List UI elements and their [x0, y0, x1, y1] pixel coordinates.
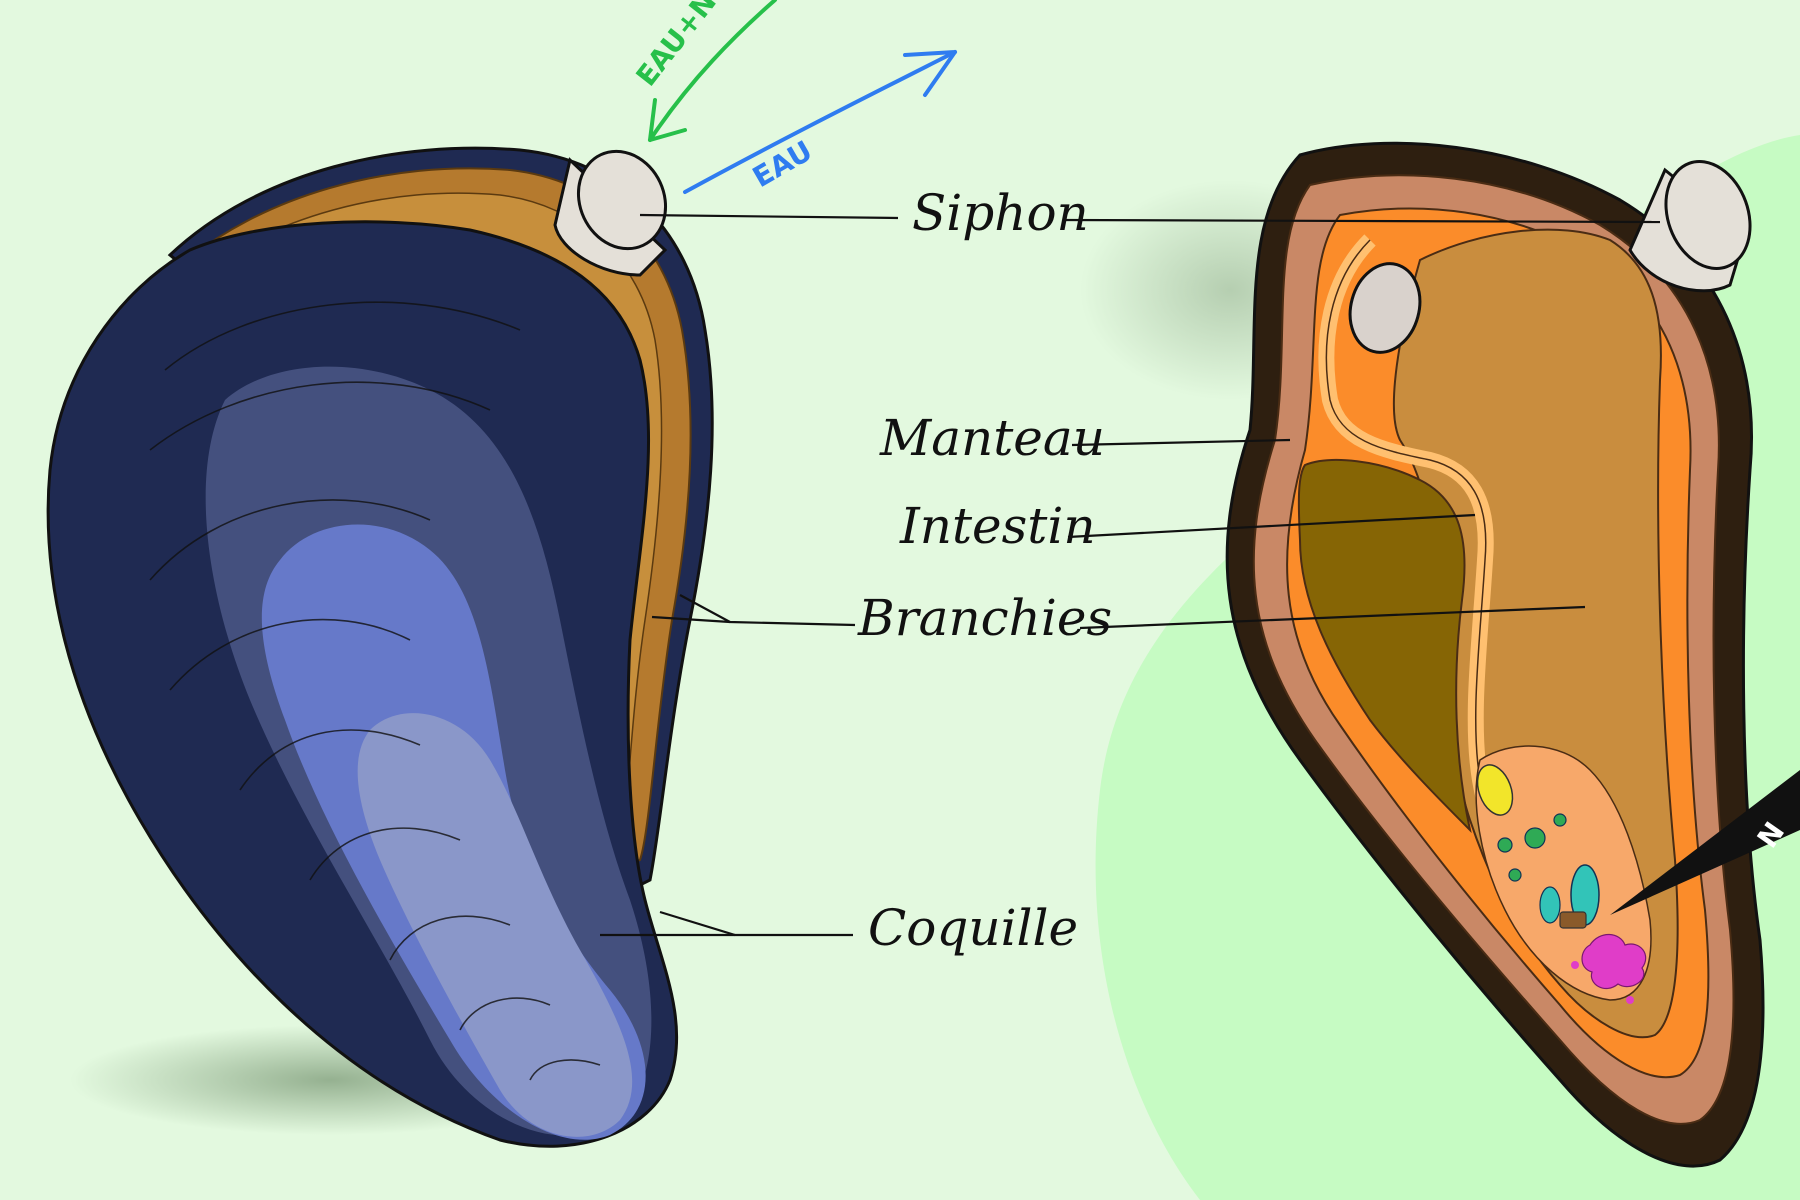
left-siphon: [553, 149, 668, 277]
branchies-leader-right: [1079, 605, 1586, 630]
green-virus-3: [1553, 813, 1567, 827]
label-intestin: Intestin: [899, 497, 1096, 555]
inflow-arrow: [683, 50, 957, 194]
magenta-cluster: [1581, 933, 1647, 990]
inflow-label: EAU: [747, 134, 818, 194]
left-mussel-shell-band-pale: [357, 713, 633, 1137]
label-branchies: Branchies: [857, 589, 1112, 647]
label-manteau: Manteau: [879, 409, 1105, 467]
right-inner-siphon: [1348, 262, 1422, 354]
leader-lines: [600, 213, 1661, 937]
label-coquille: Coquille: [868, 899, 1078, 957]
needle-pointer: [1610, 770, 1800, 915]
siphon-leader-right: [1062, 218, 1661, 224]
green-virus-2: [1497, 837, 1513, 853]
right-intestine: [1297, 459, 1472, 834]
yellow-bacterium: [1476, 764, 1514, 816]
green-virus-1: [1524, 827, 1546, 849]
magenta-dot-2: [1626, 996, 1634, 1004]
left-mussel-growth-lines: [149, 301, 601, 1081]
right-mussel: [1225, 141, 1765, 1168]
coquille-leader: [659, 910, 853, 937]
left-mussel: [46, 146, 714, 1148]
label-siphon: Siphon: [912, 184, 1089, 242]
intestin-leader: [1067, 513, 1476, 539]
brown-particle: [1559, 911, 1587, 929]
manteau-leader: [1071, 438, 1291, 447]
outflow-label: EAU+N: [630, 0, 723, 92]
outflow-arrow: [648, 0, 777, 142]
teal-protist-small: [1539, 886, 1561, 924]
green-virus-4: [1508, 868, 1522, 882]
needle-body: [1610, 770, 1800, 915]
magenta-dot-1: [1571, 961, 1579, 969]
right-siphon: [1628, 160, 1752, 293]
branchies-leader-left-b: [651, 615, 731, 624]
microbes: [1476, 764, 1647, 1004]
siphon-leader-left: [639, 213, 899, 220]
